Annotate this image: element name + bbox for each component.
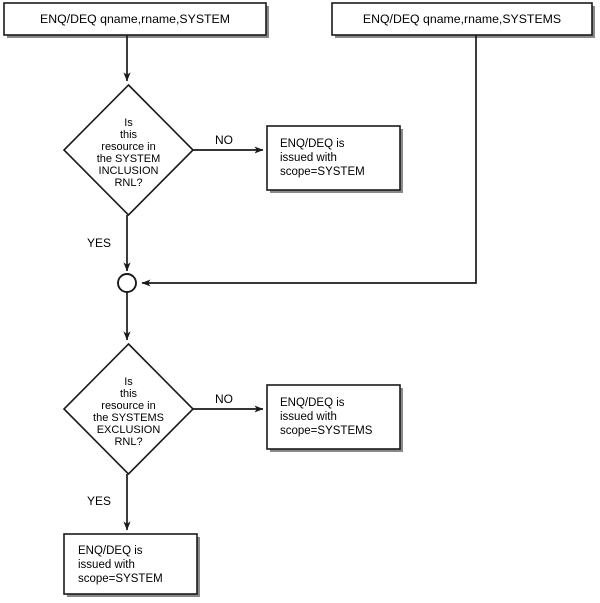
decision-1-line-1: Is xyxy=(124,117,133,129)
start-left-label: ENQ/DEQ qname,rname,SYSTEM xyxy=(40,12,230,26)
decision-2-line-2: this xyxy=(120,388,138,400)
decision-2-line-5: EXCLUSION xyxy=(97,424,161,436)
edge-label-no-2: NO xyxy=(215,392,233,406)
result-1-line-1: ENQ/DEQ is xyxy=(280,138,345,150)
result-1-line-3: scope=SYSTEM xyxy=(280,166,365,178)
decision-1-line-6: RNL? xyxy=(114,177,142,189)
start-right-label: ENQ/DEQ qname,rname,SYSTEMS xyxy=(363,12,561,26)
result-2-line-2: issued with xyxy=(280,411,337,423)
node-junction[interactable] xyxy=(117,273,137,293)
edge-label-yes-1: YES xyxy=(87,236,111,250)
node-decision-1[interactable]: Is this resource in the SYSTEM INCLUSION… xyxy=(62,83,195,217)
node-result-1[interactable]: ENQ/DEQ is issued with scope=SYSTEM xyxy=(266,125,403,193)
node-start-right[interactable]: ENQ/DEQ qname,rname,SYSTEMS xyxy=(331,2,595,38)
node-start-left[interactable]: ENQ/DEQ qname,rname,SYSTEM xyxy=(3,2,269,38)
result-1-line-2: issued with xyxy=(280,152,337,164)
node-result-3[interactable]: ENQ/DEQ is issued with scope=SYSTEM xyxy=(63,533,200,597)
decision-2-line-1: Is xyxy=(124,376,133,388)
decision-1-line-4: the SYSTEM xyxy=(97,153,161,165)
edge-start-right-to-junction xyxy=(141,35,477,287)
node-decision-2[interactable]: Is this resource in the SYSTEMS EXCLUSIO… xyxy=(62,342,195,476)
result-3-line-2: issued with xyxy=(78,559,135,571)
decision-2-line-3: resource in xyxy=(101,400,155,412)
result-3-line-3: scope=SYSTEM xyxy=(78,573,163,585)
node-result-2[interactable]: ENQ/DEQ is issued with scope=SYSTEMS xyxy=(266,384,403,452)
decision-1-line-2: this xyxy=(120,129,138,141)
result-3-line-1: ENQ/DEQ is xyxy=(78,545,143,557)
edge-label-yes-2: YES xyxy=(87,494,111,508)
decision-1-line-3: resource in xyxy=(101,141,155,153)
decision-2-line-4: the SYSTEMS xyxy=(93,412,164,424)
result-2-line-1: ENQ/DEQ is xyxy=(280,397,345,409)
decision-2-line-6: RNL? xyxy=(114,436,142,448)
edge-label-no-1: NO xyxy=(215,133,233,147)
result-2-line-3: scope=SYSTEMS xyxy=(280,425,373,437)
decision-1-line-5: INCLUSION xyxy=(99,165,159,177)
